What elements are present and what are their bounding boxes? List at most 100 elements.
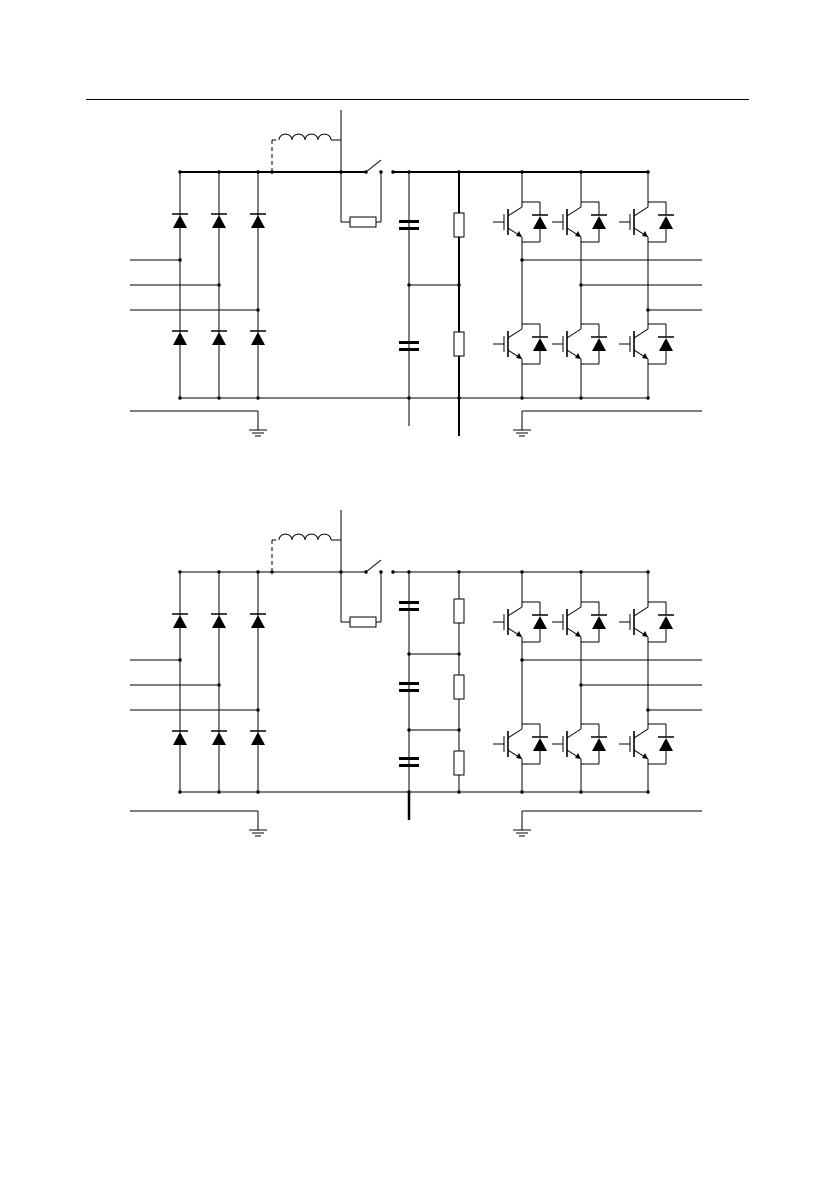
igbt-switch (552, 685, 607, 792)
capacitor-plate (399, 341, 419, 344)
junction-dot (407, 570, 410, 573)
junction-dot (178, 170, 181, 173)
diode-triangle (173, 215, 187, 228)
junction-dot (364, 170, 367, 173)
junction-dot (457, 790, 460, 793)
diode-triangle (533, 216, 547, 229)
precharge-contactor (366, 560, 381, 572)
junction-dot (391, 170, 394, 173)
junction-dot (457, 396, 460, 399)
igbt-collector (634, 607, 648, 616)
junction-dot (364, 570, 367, 573)
diode-triangle (251, 732, 265, 745)
diode (591, 337, 607, 351)
junction-dot (217, 790, 220, 793)
igbt-collector (508, 729, 522, 738)
igbt-collector (508, 329, 522, 338)
diode-triangle (659, 338, 673, 351)
diode (532, 737, 548, 751)
diode (658, 615, 674, 629)
junction-dot (457, 652, 460, 655)
igbt-switch (619, 310, 674, 398)
capacitor-plate (399, 227, 419, 230)
junction-dot (579, 683, 582, 686)
diode-triangle (251, 215, 265, 228)
junction-dot (457, 570, 460, 573)
junction-dot (379, 570, 382, 573)
igbt-switch (493, 172, 548, 260)
junction-dot (256, 308, 259, 311)
diode (591, 615, 607, 629)
diode-triangle (533, 738, 547, 751)
junction-dot (407, 396, 410, 399)
junction-dot (457, 283, 460, 286)
junction-dot (178, 396, 181, 399)
diode-triangle (173, 615, 187, 628)
diode (250, 331, 266, 345)
diode-triangle (659, 738, 673, 751)
igbt-collector (634, 329, 648, 338)
junction-dot (217, 683, 220, 686)
diode (591, 737, 607, 751)
ground-symbol (249, 418, 267, 436)
ground-symbol (249, 818, 267, 836)
junction-dot (256, 170, 259, 173)
diode (658, 337, 674, 351)
diode (658, 737, 674, 751)
junction-dot (646, 708, 649, 711)
junction-dot (217, 396, 220, 399)
diode (172, 214, 188, 228)
igbt-collector (508, 207, 522, 216)
junction-dot (178, 570, 181, 573)
capacitor-plate (399, 682, 419, 685)
junction-dot (256, 570, 259, 573)
igbt-collector (634, 207, 648, 216)
bleeder-resistor (454, 599, 464, 623)
diode-triangle (533, 338, 547, 351)
junction-dot (407, 170, 410, 173)
bleeder-resistor (454, 675, 464, 699)
bleeder-resistor (454, 332, 464, 356)
diode-triangle (212, 615, 226, 628)
diode (532, 215, 548, 229)
diode (211, 331, 227, 345)
junction-dot (256, 790, 259, 793)
circuit-diagram-bottom (0, 500, 839, 845)
junction-dot (407, 283, 410, 286)
diode-triangle (173, 332, 187, 345)
junction-dot (407, 790, 410, 793)
ground-symbol (513, 418, 531, 436)
diode-triangle (251, 615, 265, 628)
igbt-collector (567, 329, 581, 338)
igbt-collector (567, 207, 581, 216)
diode-triangle (659, 216, 673, 229)
igbt-switch (493, 660, 548, 792)
junction-dot (178, 790, 181, 793)
diode-triangle (251, 332, 265, 345)
diode-triangle (533, 616, 547, 629)
junction-dot (391, 570, 394, 573)
junction-dot (457, 728, 460, 731)
igbt-collector (508, 607, 522, 616)
junction-dot (407, 652, 410, 655)
precharge-resistor (350, 217, 376, 227)
junction-dot (178, 658, 181, 661)
junction-dot (379, 170, 382, 173)
diode (250, 214, 266, 228)
junction-dot (407, 728, 410, 731)
diode (172, 614, 188, 628)
bleeder-resistor (454, 751, 464, 775)
junction-dot (520, 258, 523, 261)
capacitor-plate (399, 757, 419, 760)
diode-triangle (592, 338, 606, 351)
junction-dot (270, 170, 273, 173)
igbt-collector (634, 729, 648, 738)
igbt-switch (619, 710, 674, 792)
diode (532, 615, 548, 629)
diode (250, 614, 266, 628)
diode-triangle (212, 732, 226, 745)
diode (532, 337, 548, 351)
diode (211, 731, 227, 745)
ground-symbol (513, 818, 531, 836)
